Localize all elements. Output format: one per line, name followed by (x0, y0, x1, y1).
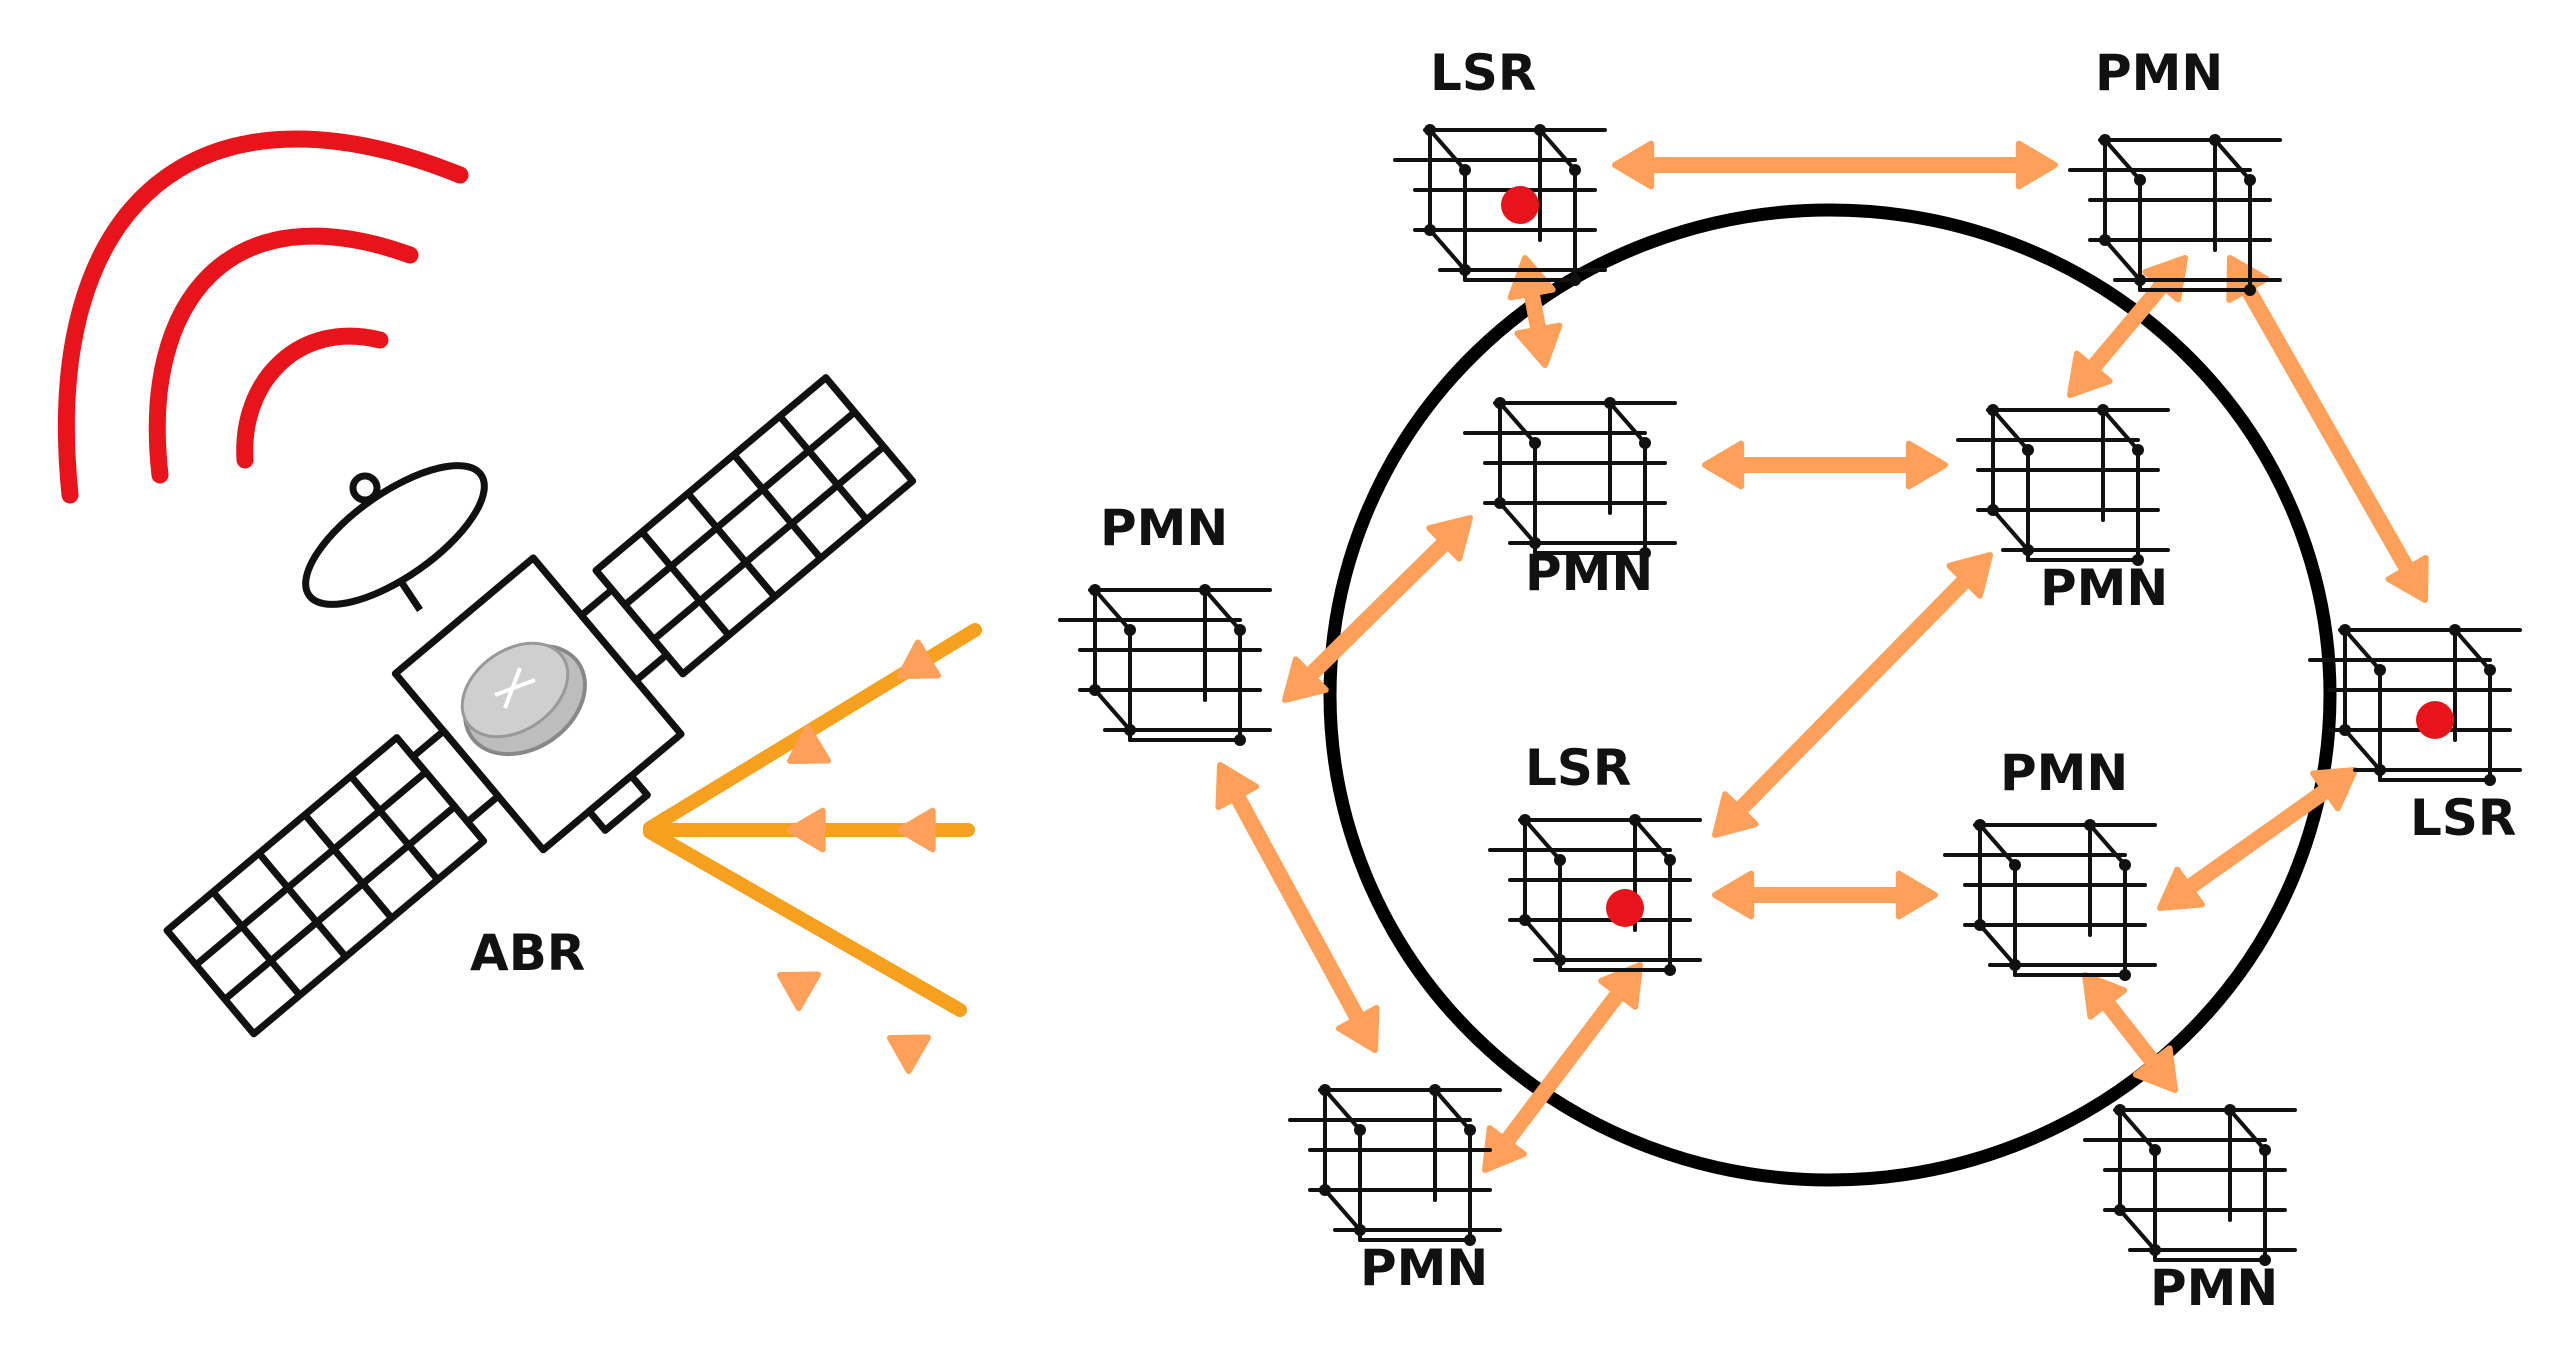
network-ring (1323, 203, 2337, 1187)
switch-cube-icon (1488, 812, 1702, 978)
satellite-label: ABR (470, 924, 585, 982)
solar-panel-right (592, 374, 917, 678)
switch-cube-icon (1463, 395, 1677, 561)
node-lsr-top[interactable] (1393, 122, 1607, 288)
node-lsr-center[interactable] (1488, 812, 1702, 978)
arrowhead (1282, 656, 1329, 703)
link-line (2236, 276, 2419, 582)
link-lsr-top-pmn-inner-left (1507, 255, 1563, 368)
uplink-arrowhead (787, 724, 831, 764)
switch-cube-icon (1393, 122, 1607, 288)
switch-cube-icon (2083, 1102, 2297, 1268)
link-line (1226, 783, 1369, 1032)
arrowhead (2132, 1045, 2178, 1093)
link-lsr-top-pmn-top-right (1612, 140, 2058, 190)
node-pmn-inner-left[interactable] (1463, 395, 1677, 561)
switch-cube-icon (2308, 622, 2522, 788)
uplink-arrowheads (777, 639, 941, 1075)
link-line (2081, 272, 2174, 381)
link-pmn-inner-right-lsr-center (1712, 552, 1993, 838)
link-pmn-inner-left-pmn-inner-right (1702, 440, 1948, 490)
arrowhead (2385, 555, 2429, 603)
arrowhead (1946, 552, 1993, 599)
signal-arc-middle (148, 227, 419, 484)
uplink-arrowhead (787, 807, 826, 853)
node-pmn-center-right[interactable] (1943, 817, 2157, 983)
node-label: PMN (1100, 499, 1228, 557)
node-label: PMN (2095, 44, 2223, 102)
arrowhead (1215, 762, 1260, 810)
uplink-arrowhead (897, 639, 941, 679)
arrowhead (1335, 1005, 1380, 1053)
arrowhead (1598, 962, 1643, 1010)
node-label: PMN (1360, 1239, 1488, 1297)
links-layer (1215, 140, 2429, 1173)
arrowhead (1895, 870, 1938, 920)
arrowhead (2067, 350, 2113, 398)
node-pmn-bottom-right[interactable] (2083, 1102, 2297, 1268)
link-pmn-left-pmn-bottom-left (1215, 762, 1380, 1053)
link-pmn-center-right-pmn-bottom-right (2082, 972, 2178, 1093)
arrowhead (1712, 870, 1755, 920)
arrowhead (1514, 322, 1563, 368)
node-pmn-left[interactable] (1058, 582, 1272, 748)
node-pmn-inner-right[interactable] (1956, 402, 2170, 568)
arrowhead (2157, 866, 2205, 911)
router-icon (460, 641, 587, 757)
link-line (1298, 531, 1457, 687)
link-line (2176, 779, 2339, 899)
active-dot-icon (2416, 701, 2454, 739)
arrowhead (1426, 515, 1473, 562)
uplink-line-bottom (643, 825, 967, 1017)
switch-cube-icon (1058, 582, 1272, 748)
arrowhead (1702, 440, 1745, 490)
arrowhead (1712, 791, 1759, 838)
arrowhead (1507, 255, 1556, 301)
arrowhead (2310, 767, 2358, 812)
link-line (2095, 990, 2165, 1075)
node-label: LSR (1525, 739, 1631, 797)
switch-cube-icon (1288, 1082, 1502, 1248)
link-lsr-center-pmn-center-right (1712, 870, 1938, 920)
node-label: LSR (1430, 44, 1536, 102)
link-pmn-inner-left-pmn-left (1282, 515, 1473, 703)
switch-cube-icon (1943, 817, 2157, 983)
node-label: LSR (2410, 789, 2516, 847)
dish-icon (302, 462, 488, 608)
link-pmn-top-right-lsr-right (2226, 255, 2429, 603)
active-dot-icon (1606, 889, 1644, 927)
node-lsr-right[interactable] (2308, 622, 2522, 788)
signal-arc-outer (57, 130, 469, 504)
node-pmn-bottom-left[interactable] (1288, 1082, 1502, 1248)
node-label: PMN (2150, 1259, 2278, 1317)
solar-panel-left (163, 734, 488, 1038)
uplink-arrowhead (897, 807, 936, 853)
switch-cube-icon (1956, 402, 2170, 568)
node-label: PMN (1525, 544, 1653, 602)
uplink-arrowhead (777, 971, 821, 1012)
arrowhead (1612, 140, 1655, 190)
satellite-icon (163, 374, 917, 1038)
node-label: PMN (2000, 744, 2128, 802)
signal-arc-inner (236, 327, 389, 469)
node-label: PMN (2040, 559, 2168, 617)
link-line (1728, 568, 1977, 822)
arrowhead (1905, 440, 1948, 490)
arrowhead (2015, 140, 2058, 190)
arrowhead (2082, 972, 2128, 1020)
link-line (1495, 980, 1630, 1155)
uplink-arrowhead (887, 1034, 931, 1075)
link-pmn-center-right-lsr-right (2157, 767, 2358, 911)
active-dot-icon (1501, 186, 1539, 224)
radio-waves-icon (57, 130, 469, 504)
